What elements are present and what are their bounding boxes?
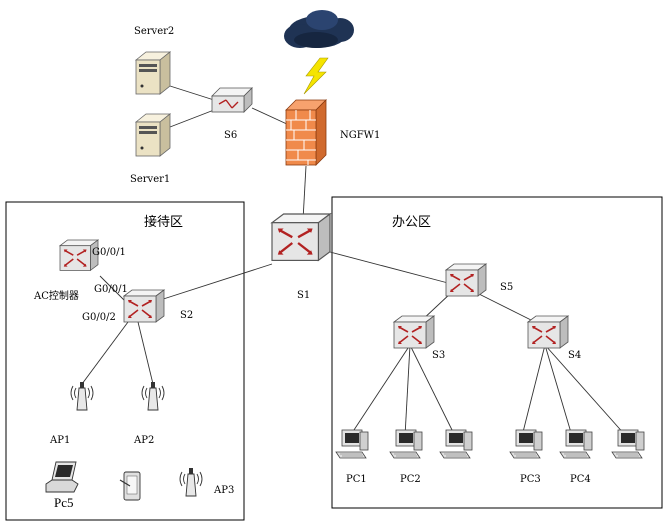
s4-label: S4 (568, 350, 581, 361)
s3-label: S3 (432, 350, 445, 361)
link-server1-s6 (169, 109, 215, 128)
link-ac-s2 (99, 275, 127, 303)
link-s3-pc1 (349, 344, 411, 437)
firewall-icon (285, 99, 327, 166)
pc2-label: PC2 (400, 474, 421, 485)
s1-label: S1 (297, 290, 310, 301)
pc1-label: PC1 (346, 474, 367, 485)
link-s2-ap2 (137, 321, 154, 385)
link-s1-s2 (153, 263, 273, 303)
s6-switch-icon (211, 87, 253, 113)
pc4-icon (559, 429, 593, 459)
ngfw-label: NGFW1 (340, 130, 380, 141)
server1-icon (135, 113, 171, 157)
cloud-icon (284, 10, 354, 48)
link-s6-ngfw (251, 107, 290, 126)
s1-switch-icon (270, 212, 332, 262)
s6-label: S6 (224, 130, 237, 141)
s2-port-ap-label: G0/0/2 (82, 312, 116, 323)
link-s4-pc5 (544, 344, 627, 437)
pc3-icon (509, 429, 543, 459)
server1-label: Server1 (130, 174, 170, 185)
s3-switch-icon (393, 315, 435, 349)
link-ngfw-s1 (302, 165, 307, 221)
server2-label: Server2 (134, 26, 174, 37)
pc1-icon (335, 429, 369, 459)
link-s3-pc2 (404, 344, 411, 437)
ap2-label: AP2 (133, 435, 154, 446)
s2-label: S2 (180, 310, 193, 321)
office-zone-box (331, 196, 663, 509)
s5-switch-icon (445, 263, 487, 297)
pc3-label: PC3 (520, 474, 541, 485)
s4-switch-icon (527, 315, 569, 349)
ap1-label: AP1 (49, 435, 70, 446)
link-s3-pc3 (409, 344, 456, 437)
link-s4-pc4b (544, 344, 573, 437)
pc-icon (439, 429, 473, 459)
link-s2-ap1 (81, 321, 129, 385)
ap3-label: AP3 (213, 485, 234, 496)
s2-switch-icon (123, 289, 165, 323)
laptop-icon (45, 461, 79, 493)
pc4-label: PC4 (570, 474, 591, 485)
ac-port-label: G0/0/1 (92, 247, 126, 258)
link-s1-s5 (329, 251, 449, 284)
link-server2-s6 (169, 85, 215, 101)
tablet-icon (119, 471, 141, 501)
office-zone-label: 办公区 (392, 215, 431, 230)
ap1-icon (70, 381, 94, 411)
lightning-icon (303, 57, 329, 95)
s2-port-ac-label: G0/0/1 (94, 284, 128, 295)
s5-label: S5 (500, 282, 513, 293)
pc5-label: Pc5 (54, 495, 74, 510)
link-s4-pc4a (521, 344, 546, 437)
reception-zone-box (5, 201, 245, 521)
ac-controller-label: AC控制器 (33, 289, 79, 302)
server2-icon (135, 51, 171, 95)
pc2-icon (389, 429, 423, 459)
link-s5-s4 (474, 291, 536, 323)
ap2-icon (141, 381, 165, 411)
pc-icon (611, 429, 645, 459)
reception-zone-label: 接待区 (144, 214, 183, 230)
ap3-icon (179, 467, 203, 497)
